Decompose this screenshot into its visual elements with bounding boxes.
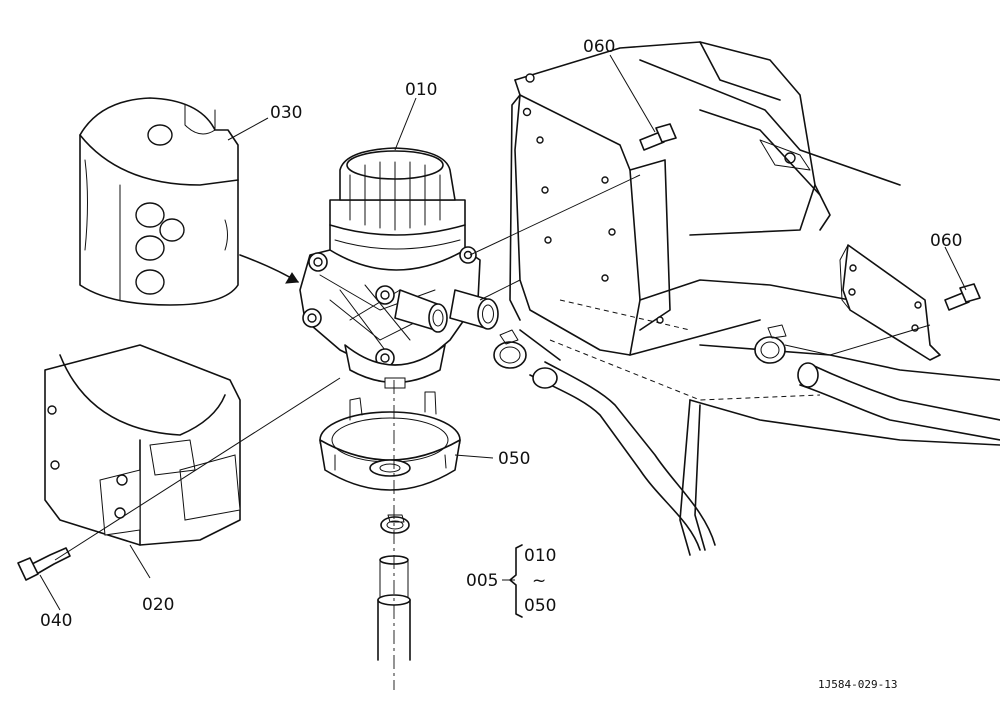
callout-060-upper: 060 [583, 37, 615, 57]
callout-020: 020 [142, 595, 174, 615]
assembly-range-end: 050 [524, 596, 556, 616]
assembly-code: 005 [466, 571, 498, 591]
install-arrow [239, 254, 299, 284]
dust-cup [319, 391, 461, 491]
bolt-040 [17, 547, 71, 581]
leader-lines [39, 54, 967, 611]
callout-040: 040 [40, 611, 72, 631]
hose-clamp-left [493, 329, 527, 369]
assembly-range-separator: ~ [532, 571, 546, 591]
hose-clamp-bottom [380, 514, 410, 534]
callout-050: 050 [498, 449, 530, 469]
bolt-060-upper [639, 123, 677, 151]
assembly-range-start: 010 [524, 546, 556, 566]
hoses [377, 361, 1000, 661]
bolt-060-right [944, 283, 981, 311]
callout-060-right: 060 [930, 231, 962, 251]
frame-bracket [509, 41, 1000, 556]
cover-upper [79, 97, 239, 306]
callout-030: 030 [270, 103, 302, 123]
callout-010: 010 [405, 80, 437, 100]
air-cleaner-body [299, 147, 499, 389]
cover-lower [44, 344, 241, 546]
hose-clamp-right [754, 324, 787, 364]
alignment-lines [54, 174, 931, 690]
drawing-code: 1J584-029-13 [818, 678, 897, 691]
assembly-bracket: 005 010 ~ 050 [466, 544, 556, 618]
